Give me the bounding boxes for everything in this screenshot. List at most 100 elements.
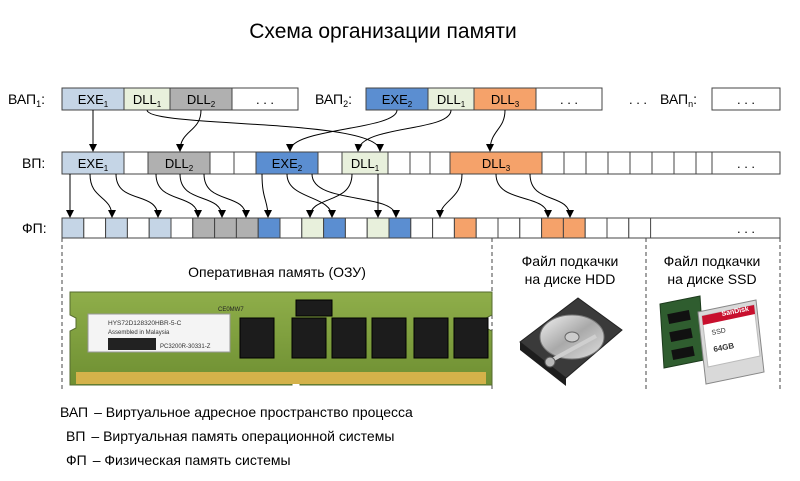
fp-cell	[410, 217, 434, 239]
fp-cell	[628, 217, 652, 239]
vap1-cell-more	[231, 87, 299, 111]
legend: ВАП– Виртуальное адресное пространство п…	[60, 404, 413, 468]
fp-cell	[388, 217, 412, 239]
page-title: Схема организации памяти	[249, 20, 516, 43]
ram-caption: Оперативная память (ОЗУ)	[188, 264, 366, 280]
vp-cell-empty-8	[541, 151, 565, 175]
vp-exe2-text: EXE2	[272, 156, 303, 173]
vap2-more-text: . . .	[560, 92, 578, 107]
vap1-dll2-text: DLL2	[187, 92, 216, 109]
arrow-vap1-dll2	[176, 109, 202, 152]
arrow-fp-9	[311, 173, 400, 218]
vp-cell-empty-2	[209, 151, 235, 175]
ram-chip	[371, 317, 407, 359]
fp-cell	[584, 217, 608, 239]
fp-cell	[170, 217, 194, 239]
ssd-type: SSD	[711, 327, 726, 337]
ssd-board-chip-3	[671, 345, 695, 361]
ram-chip	[291, 317, 327, 359]
ram-sticker-line3: PC3200R-30331-Z	[160, 344, 211, 350]
fp-cell	[257, 217, 281, 239]
vp-label: ВП:	[22, 155, 45, 171]
ram-sticker-barcode	[108, 338, 156, 350]
vapn-cell-more	[711, 87, 781, 111]
vp-cell-empty-1	[123, 151, 149, 175]
vap1-more-text: . . .	[256, 92, 274, 107]
fp-cell	[126, 217, 150, 239]
arrow-vap1-dll1	[146, 109, 384, 152]
arrow-fp-3	[115, 173, 162, 218]
ram-chip	[295, 299, 333, 317]
ram-chip	[413, 317, 449, 359]
vp-cell-empty-14	[673, 151, 697, 175]
hdd-actuator-arm	[551, 334, 597, 362]
arrow-fp-5	[179, 173, 226, 218]
arrow-fp-14	[529, 173, 574, 218]
vp-cell-empty-6	[409, 151, 431, 175]
vp-dll1-text: DLL1	[351, 156, 380, 173]
vp-cell-empty-11	[607, 151, 631, 175]
ssd-capacity: 64GB	[713, 341, 735, 354]
arrow-fp-4	[155, 173, 202, 218]
fp-cell	[497, 217, 521, 239]
fp-cell	[519, 217, 543, 239]
ram-chip	[331, 317, 367, 359]
fp-cell	[562, 217, 586, 239]
fp-cell	[279, 217, 303, 239]
arrow-fp-7	[261, 173, 272, 218]
hdd-side	[520, 342, 566, 386]
fp-cell	[606, 217, 630, 239]
fp-cell	[83, 217, 107, 239]
arrow-fp-2	[89, 173, 116, 218]
arrows-vap-to-vp	[89, 109, 506, 152]
vp-cell-more	[711, 151, 781, 175]
ram-chips	[239, 299, 489, 359]
legend-item-vp: ВП– Виртуальная память операционной сист…	[66, 428, 394, 444]
ram-sticker	[87, 313, 231, 353]
ssd-board-chip-1	[667, 309, 691, 325]
fp-cell	[432, 217, 455, 239]
ssd-board-chip-2	[669, 327, 693, 343]
vapn-more-text: . . .	[737, 92, 755, 107]
arrow-fp-8	[286, 173, 336, 218]
fp-cell	[475, 217, 499, 239]
hdd-spindle	[564, 331, 580, 343]
vp-dll2-text: DLL2	[165, 156, 194, 173]
fp-cell	[214, 217, 237, 239]
ssd-caption-line2: на диске SSD	[667, 271, 756, 287]
arrow-vap2-exe2	[286, 109, 398, 152]
hdd-image	[519, 297, 623, 386]
fp-cell	[301, 217, 325, 239]
ssd-caption-line1: Файл подкачки	[664, 253, 761, 269]
arrow-fp-10	[306, 173, 353, 218]
ram-contacts	[76, 372, 486, 384]
vap-ellipsis: . . .	[629, 92, 647, 107]
vp-dll3-text: DLL3	[482, 156, 511, 173]
ram-top-label: CE0MW7	[218, 307, 244, 313]
hdd-caption-line2: на диске HDD	[525, 271, 616, 287]
ram-sticker-line2: Assembled in Malaysia	[108, 330, 170, 336]
vp-cell-empty-4	[317, 151, 343, 175]
vp-cell-empty-9	[563, 151, 587, 175]
fp-cell	[105, 217, 128, 239]
fp-row: ФП: . . .	[22, 217, 781, 239]
legend-item-fp: ФП– Физическая память системы	[66, 452, 291, 468]
ram-chip	[239, 317, 275, 359]
fp-cell	[61, 217, 85, 239]
ram-module-image: HYS72D128320HBR-5-C Assembled in Malaysi…	[69, 291, 493, 386]
vap2-cell-more	[535, 87, 603, 111]
fp-cell	[344, 217, 368, 239]
arrow-vap2-dll1	[354, 109, 452, 152]
arrow-vap2-dll3	[486, 109, 506, 152]
fp-label: ФП:	[22, 220, 47, 236]
fp-cells	[61, 217, 652, 239]
fp-cell	[235, 217, 259, 239]
vapn-row: ВАПn: . . .	[660, 87, 781, 111]
vp-cell-empty-12	[629, 151, 653, 175]
vap1-row: ВАП1: EXE1 DLL1 DLL2 . . .	[8, 87, 299, 111]
vap2-row: ВАП2: EXE2 DLL1 DLL3 . . .	[315, 87, 603, 111]
arrow-fp-6	[203, 173, 250, 218]
vp-cell-empty-7	[429, 151, 451, 175]
hdd-actuator-pivot	[544, 356, 556, 368]
